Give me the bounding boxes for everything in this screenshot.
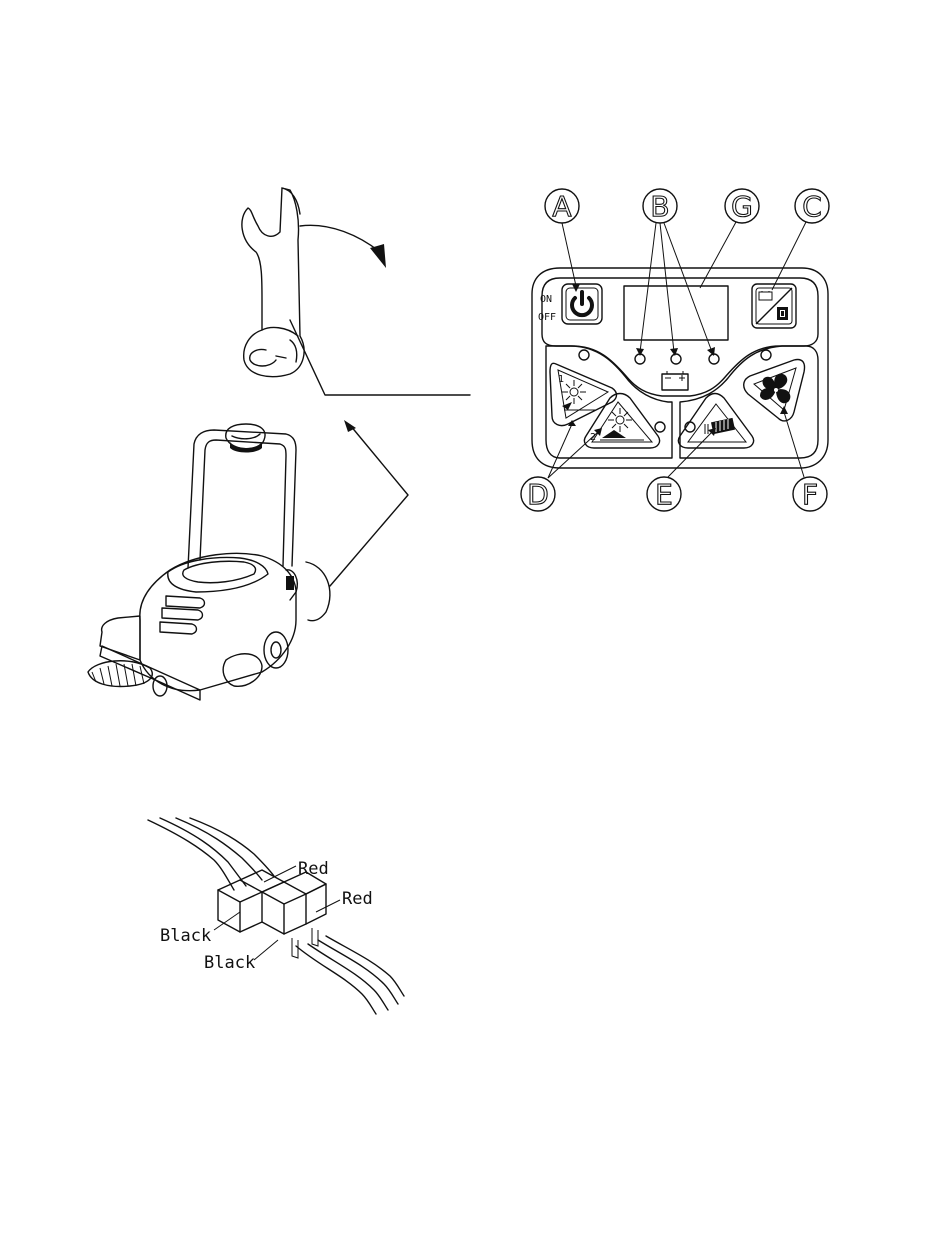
- speed1-led: [579, 350, 589, 360]
- battery-small-icon: [759, 291, 772, 300]
- callout-c: C: [795, 189, 829, 223]
- svg-text:G: G: [731, 190, 753, 223]
- hourglass-icon: [777, 307, 788, 320]
- svg-text:B: B: [650, 190, 669, 223]
- wire-connector-diagram: Red Red Black Black: [148, 818, 404, 1014]
- sweeper-machine: [88, 420, 408, 700]
- power-button[interactable]: [562, 284, 602, 324]
- brush-speed-2-icon: [600, 408, 644, 440]
- svg-text:C: C: [802, 190, 822, 223]
- on-label: ON: [540, 294, 552, 305]
- speed2-led: [655, 422, 665, 432]
- callout-d: D: [521, 477, 555, 511]
- fan-icon: [760, 374, 790, 404]
- power-icon: [572, 292, 592, 315]
- wire-label-black-2: Black: [204, 953, 255, 973]
- speed-1-label: 1: [558, 374, 564, 385]
- battery-icon: [662, 371, 688, 390]
- vacuum-fan-button[interactable]: [744, 360, 805, 421]
- callout-labels: A B G C D E F: [521, 189, 829, 511]
- brush-speed-1-button[interactable]: 1: [550, 363, 617, 425]
- svg-text:E: E: [655, 478, 673, 511]
- filter-shaker-button[interactable]: [678, 394, 753, 449]
- callout-g: G: [725, 189, 759, 223]
- callout-f: F: [793, 477, 827, 511]
- svg-text:D: D: [527, 478, 549, 511]
- svg-text:A: A: [552, 190, 571, 223]
- battery-led-2: [671, 354, 681, 364]
- battery-hour-button[interactable]: [752, 284, 796, 328]
- brush-speed-2-button[interactable]: 2: [584, 394, 659, 449]
- control-panel: ON OFF: [532, 268, 828, 468]
- wire-label-black-1: Black: [160, 926, 211, 946]
- wire-label-red-1: Red: [298, 859, 329, 879]
- fan-led: [761, 350, 771, 360]
- off-label: OFF: [538, 312, 556, 323]
- callout-e: E: [647, 477, 681, 511]
- wire-label-red-2: Red: [342, 889, 373, 909]
- callout-b: B: [643, 189, 677, 223]
- control-holder-bracket: [242, 188, 470, 395]
- filter-shaker-icon: [705, 418, 735, 434]
- callout-a: A: [545, 189, 579, 223]
- svg-text:F: F: [802, 478, 818, 511]
- display-screen: [624, 286, 728, 340]
- speed-2-label: 2: [590, 432, 596, 443]
